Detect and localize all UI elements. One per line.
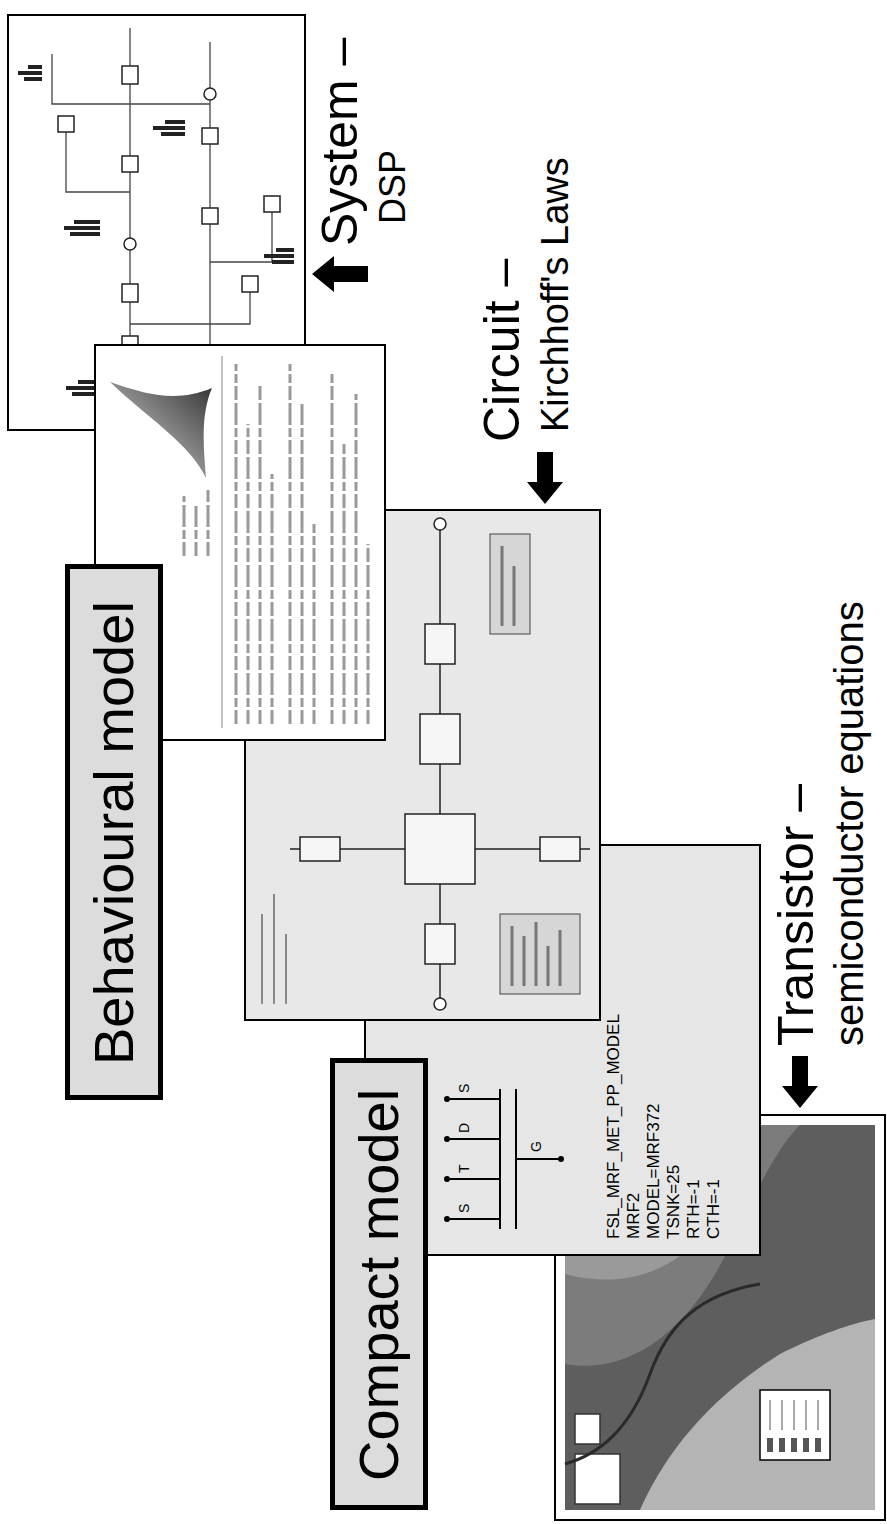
model-parameter: FSL_MRF_MET_PP_MODEL xyxy=(604,1014,624,1239)
pin-name: T xyxy=(456,1164,472,1173)
pin-name: S xyxy=(456,1084,472,1093)
colour-scale xyxy=(760,1390,830,1460)
model-label: Behavioural model xyxy=(82,601,146,1065)
transistor-symbol xyxy=(450,1089,558,1229)
port xyxy=(434,518,446,530)
surface-plot xyxy=(110,382,212,478)
model-parameter: MRF2 xyxy=(624,1193,644,1239)
model-label-box: Behavioural model xyxy=(65,564,163,1100)
block-arrow xyxy=(312,256,368,292)
model-parameter: MODEL=MRF372 xyxy=(644,1103,664,1239)
contour-band xyxy=(640,1319,875,1510)
note-lines xyxy=(512,922,560,986)
level-subcaption: DSP xyxy=(372,150,413,224)
note-lines xyxy=(262,894,286,1004)
junction-line xyxy=(565,1284,760,1464)
note-lines xyxy=(502,546,514,626)
pin-name: S xyxy=(456,1204,472,1213)
level-subcaption: Kirchhoff's Laws xyxy=(534,157,578,432)
level-caption: System – xyxy=(312,38,370,246)
pin-name: G xyxy=(528,1141,544,1152)
note-box xyxy=(500,914,580,994)
note-box xyxy=(490,534,530,634)
colour-scale-ticks xyxy=(770,1400,818,1430)
block-arrow xyxy=(527,452,563,504)
separator xyxy=(222,356,223,728)
model-label: Compact model xyxy=(347,1089,411,1481)
model-label-box: Compact model xyxy=(330,1058,428,1510)
model-parameter: CTH=-1 xyxy=(704,1179,724,1239)
level-caption: Circuit – xyxy=(474,259,532,442)
pin-name: D xyxy=(456,1123,472,1133)
model-parameter: TSNK=25 xyxy=(664,1165,684,1239)
colour-scale-bars xyxy=(770,1438,818,1452)
port xyxy=(434,998,446,1010)
block-arrow xyxy=(782,1056,818,1108)
sum-junction xyxy=(124,238,136,250)
level-caption: Transistor – xyxy=(768,784,826,1046)
pin-dots xyxy=(444,1096,564,1222)
model-parameter: RTH=-1 xyxy=(684,1179,704,1239)
code-text-lines xyxy=(184,364,368,724)
sum-junction xyxy=(204,88,216,100)
level-subcaption: semiconductor equations xyxy=(826,601,872,1046)
